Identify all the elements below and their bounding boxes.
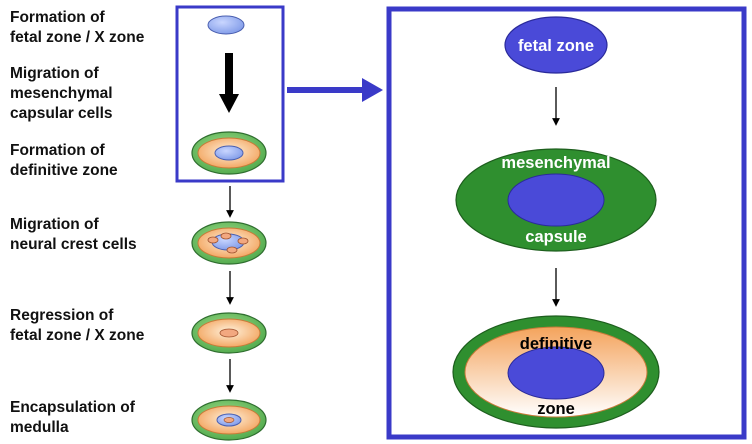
detail-capsule-core xyxy=(507,173,605,227)
zoom-connector-arrow xyxy=(287,78,383,102)
detail-mesenchymal-label: mesenchymal xyxy=(501,154,610,172)
step-label-fetal-zone-formation: Formation of fetal zone / X zone xyxy=(10,9,145,46)
detail-fetal-zone-label: fetal zone xyxy=(518,37,594,55)
step-label-medulla-encapsulation: Encapsulation of medulla xyxy=(10,399,135,436)
detail-fetal-zone-ellipse xyxy=(504,16,608,74)
neural-crest-cell-icon xyxy=(191,221,267,265)
step-label-definitive-zone-formation: Formation of definitive zone xyxy=(10,142,118,179)
fetal-zone-cell-icon xyxy=(207,15,245,35)
detail-definitive-label: definitive xyxy=(520,335,592,353)
detail-frame xyxy=(386,6,747,440)
highlight-frame xyxy=(175,5,285,183)
migration-arrow-icon xyxy=(219,53,239,113)
detail-zone-label: zone xyxy=(537,400,575,418)
step-label-fetal-zone-regression: Regression of fetal zone / X zone xyxy=(10,307,145,344)
step-label-neural-crest-migration: Migration of neural crest cells xyxy=(10,216,137,253)
step-label-capsular-migration: Migration of mesenchymal capsular cells xyxy=(10,65,113,122)
detail-capsule-label: capsule xyxy=(525,228,586,246)
regressed-cell-icon xyxy=(191,312,267,354)
detail-definitive-core xyxy=(507,346,605,400)
encapsulated-medulla-cell-icon xyxy=(191,399,267,441)
definitive-zone-cell-icon xyxy=(191,131,267,175)
